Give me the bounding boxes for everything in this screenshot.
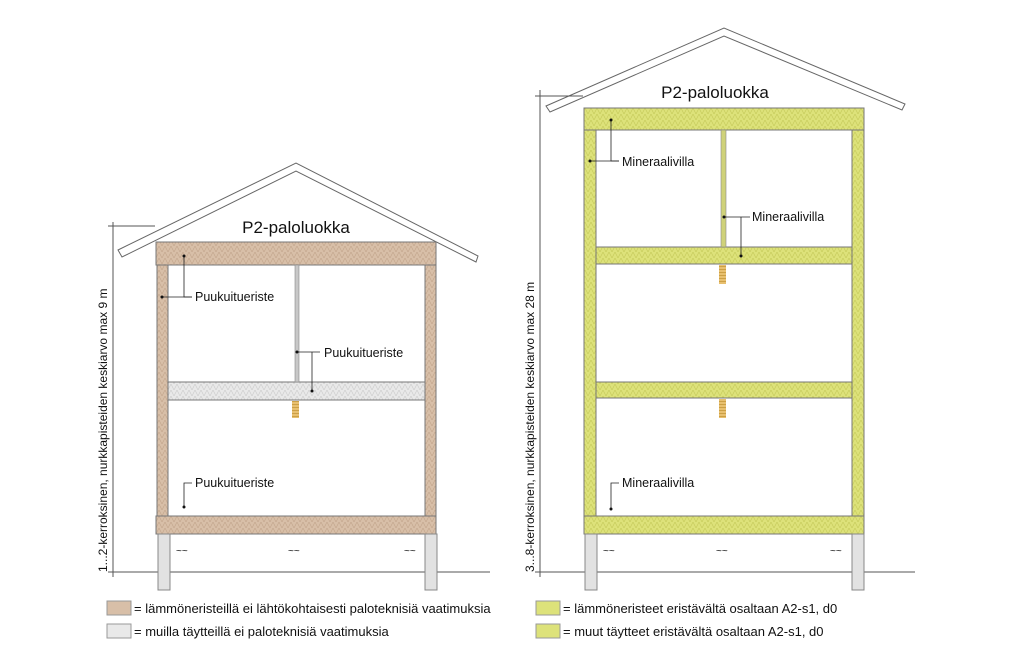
legend-item: = muut täytteet eristävältä osaltaan A2-… (563, 624, 824, 639)
svg-text:~~: ~~ (603, 546, 615, 557)
roof (545, 27, 906, 113)
beam (719, 265, 726, 284)
material-label: Puukuitueriste (195, 476, 274, 490)
right-wall (424, 264, 437, 517)
foundation-post (584, 533, 598, 591)
material-label: Mineraalivilla (622, 155, 694, 169)
legend-item: = lämmöneristeet eristävältä osaltaan A2… (563, 601, 837, 616)
legend-item: = lämmöneristeillä ei lähtökohtaisesti p… (134, 601, 491, 616)
foundation-post (157, 533, 171, 591)
left-wall (583, 129, 597, 517)
beam (719, 399, 726, 418)
svg-text:~~: ~~ (288, 546, 300, 557)
svg-text:~~: ~~ (830, 546, 842, 557)
left-wall (156, 264, 169, 517)
svg-text:~~: ~~ (176, 546, 188, 557)
svg-text:~~: ~~ (716, 546, 728, 557)
material-label: Mineraalivilla (752, 210, 824, 224)
beam (292, 401, 299, 418)
legend: = lämmöneristeillä ei lähtökohtaisesti p… (106, 600, 837, 639)
right-wall (851, 129, 865, 517)
roof-slab (583, 107, 865, 131)
building-title: P2-paloluokka (661, 83, 769, 102)
svg-text:~~: ~~ (404, 546, 416, 557)
foundation-post (851, 533, 865, 591)
material-label: Mineraalivilla (622, 476, 694, 490)
material-label: Puukuitueriste (324, 346, 403, 360)
partition-wall (720, 129, 727, 248)
material-label: Puukuitueriste (195, 290, 274, 304)
legend-swatch (106, 623, 132, 639)
intermediate-floor (167, 381, 426, 401)
legend-item: = muilla täytteillä ei paloteknisiä vaat… (134, 624, 389, 639)
height-dimension: 1...2-kerroksinen, nurkkapisteiden keski… (96, 289, 110, 572)
legend-swatch (535, 600, 561, 616)
roof-slab (155, 241, 437, 266)
right-building: ~~ ~~ ~~ P2-paloluokka 3...8-kerroksinen, … (523, 27, 915, 591)
base-floor (583, 515, 865, 535)
base-floor (155, 515, 437, 535)
legend-swatch (535, 623, 561, 639)
foundation-post (424, 533, 438, 591)
height-dimension: 3...8-kerroksinen, nurkkapisteiden keski… (523, 282, 537, 572)
floor (595, 381, 853, 399)
floor (595, 246, 853, 265)
roof (117, 162, 479, 263)
left-building: ~~ ~~ ~~ P2-paloluokka 1...2-kerroksinen, … (96, 162, 490, 591)
legend-swatch (106, 600, 132, 616)
partition-wall (294, 264, 300, 383)
building-title: P2-paloluokka (242, 218, 350, 237)
